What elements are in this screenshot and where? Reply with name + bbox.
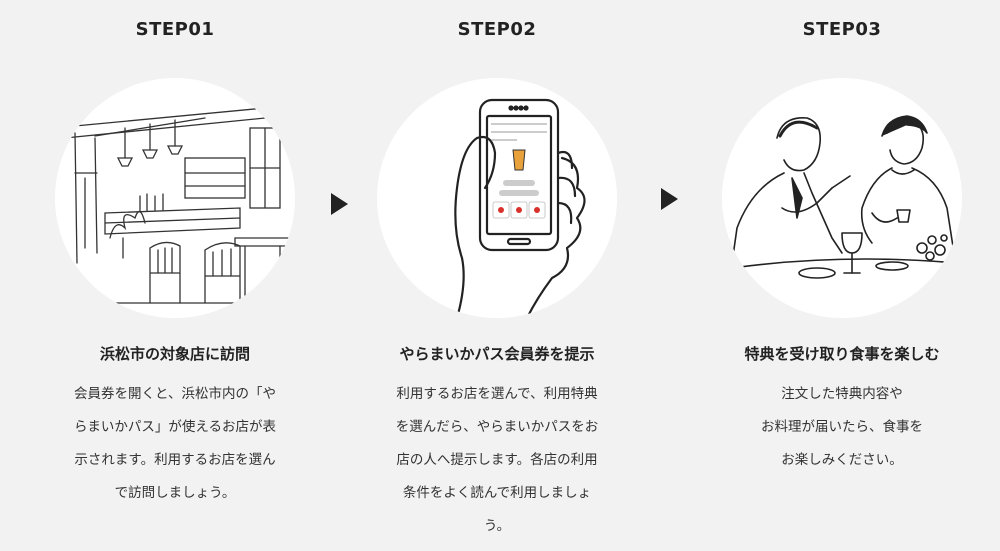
step-2-desc-line: を選んだら、やらまいかパスをお: [395, 419, 599, 435]
couple-dining-illustration: [731, 115, 958, 279]
step-2-title: やらまいかパス会員券を提示: [399, 345, 595, 363]
step-3-title: 特典を受け取り食事を楽しむ: [744, 345, 940, 363]
step-3-label: STEP03: [802, 19, 882, 40]
arrow-right-icon: [661, 188, 678, 210]
step-3-circle: [722, 78, 962, 318]
arrow-right-icon: [331, 193, 348, 215]
step-1-desc-line: 会員券を開くと、浜松市内の「や: [74, 386, 276, 402]
step-2-desc-line: 利用するお店を選んで、利用特典: [396, 386, 598, 402]
step-2-circle: [377, 78, 617, 318]
step-1: STEP01: [25, 0, 325, 510]
step-3: STEP03: [692, 0, 992, 477]
step-2: STEP02: [347, 0, 647, 543]
step-2-desc-line: う。: [483, 518, 511, 534]
step-1-description: 会員券を開くと、浜松市内の「や らまいかパス」が使えるお店が表 示されます。利用…: [25, 378, 325, 510]
hand-holding-phone-illustration: [454, 98, 586, 318]
step-3-desc-line: お料理が届いたら、食事を: [761, 419, 923, 435]
step-2-desc-line: 店の人へ提示します。各店の利用: [396, 452, 598, 468]
step-3-desc-line: お楽しみください。: [781, 452, 903, 468]
step-2-desc-line: 条件をよく読んで利用しましょ: [402, 485, 592, 501]
step-2-description: 利用するお店を選んで、利用特典 を選んだら、やらまいかパスをお 店の人へ提示しま…: [347, 378, 647, 543]
step-3-desc-line: 注文した特典内容や: [781, 386, 903, 402]
step-2-label: STEP02: [457, 19, 537, 40]
step-1-desc-line: らまいかパス」が使えるお店が表: [73, 419, 277, 435]
step-1-circle: [55, 78, 295, 318]
step-1-desc-line: 示されます。利用するお店を選ん: [74, 452, 276, 468]
step-3-description: 注文した特典内容や お料理が届いたら、食事を お楽しみください。: [692, 378, 992, 477]
restaurant-interior-illustration: [64, 107, 291, 304]
step-1-label: STEP01: [135, 19, 215, 40]
step-1-title: 浜松市の対象店に訪問: [99, 345, 250, 363]
step-1-desc-line: で訪問しましょう。: [114, 485, 236, 501]
